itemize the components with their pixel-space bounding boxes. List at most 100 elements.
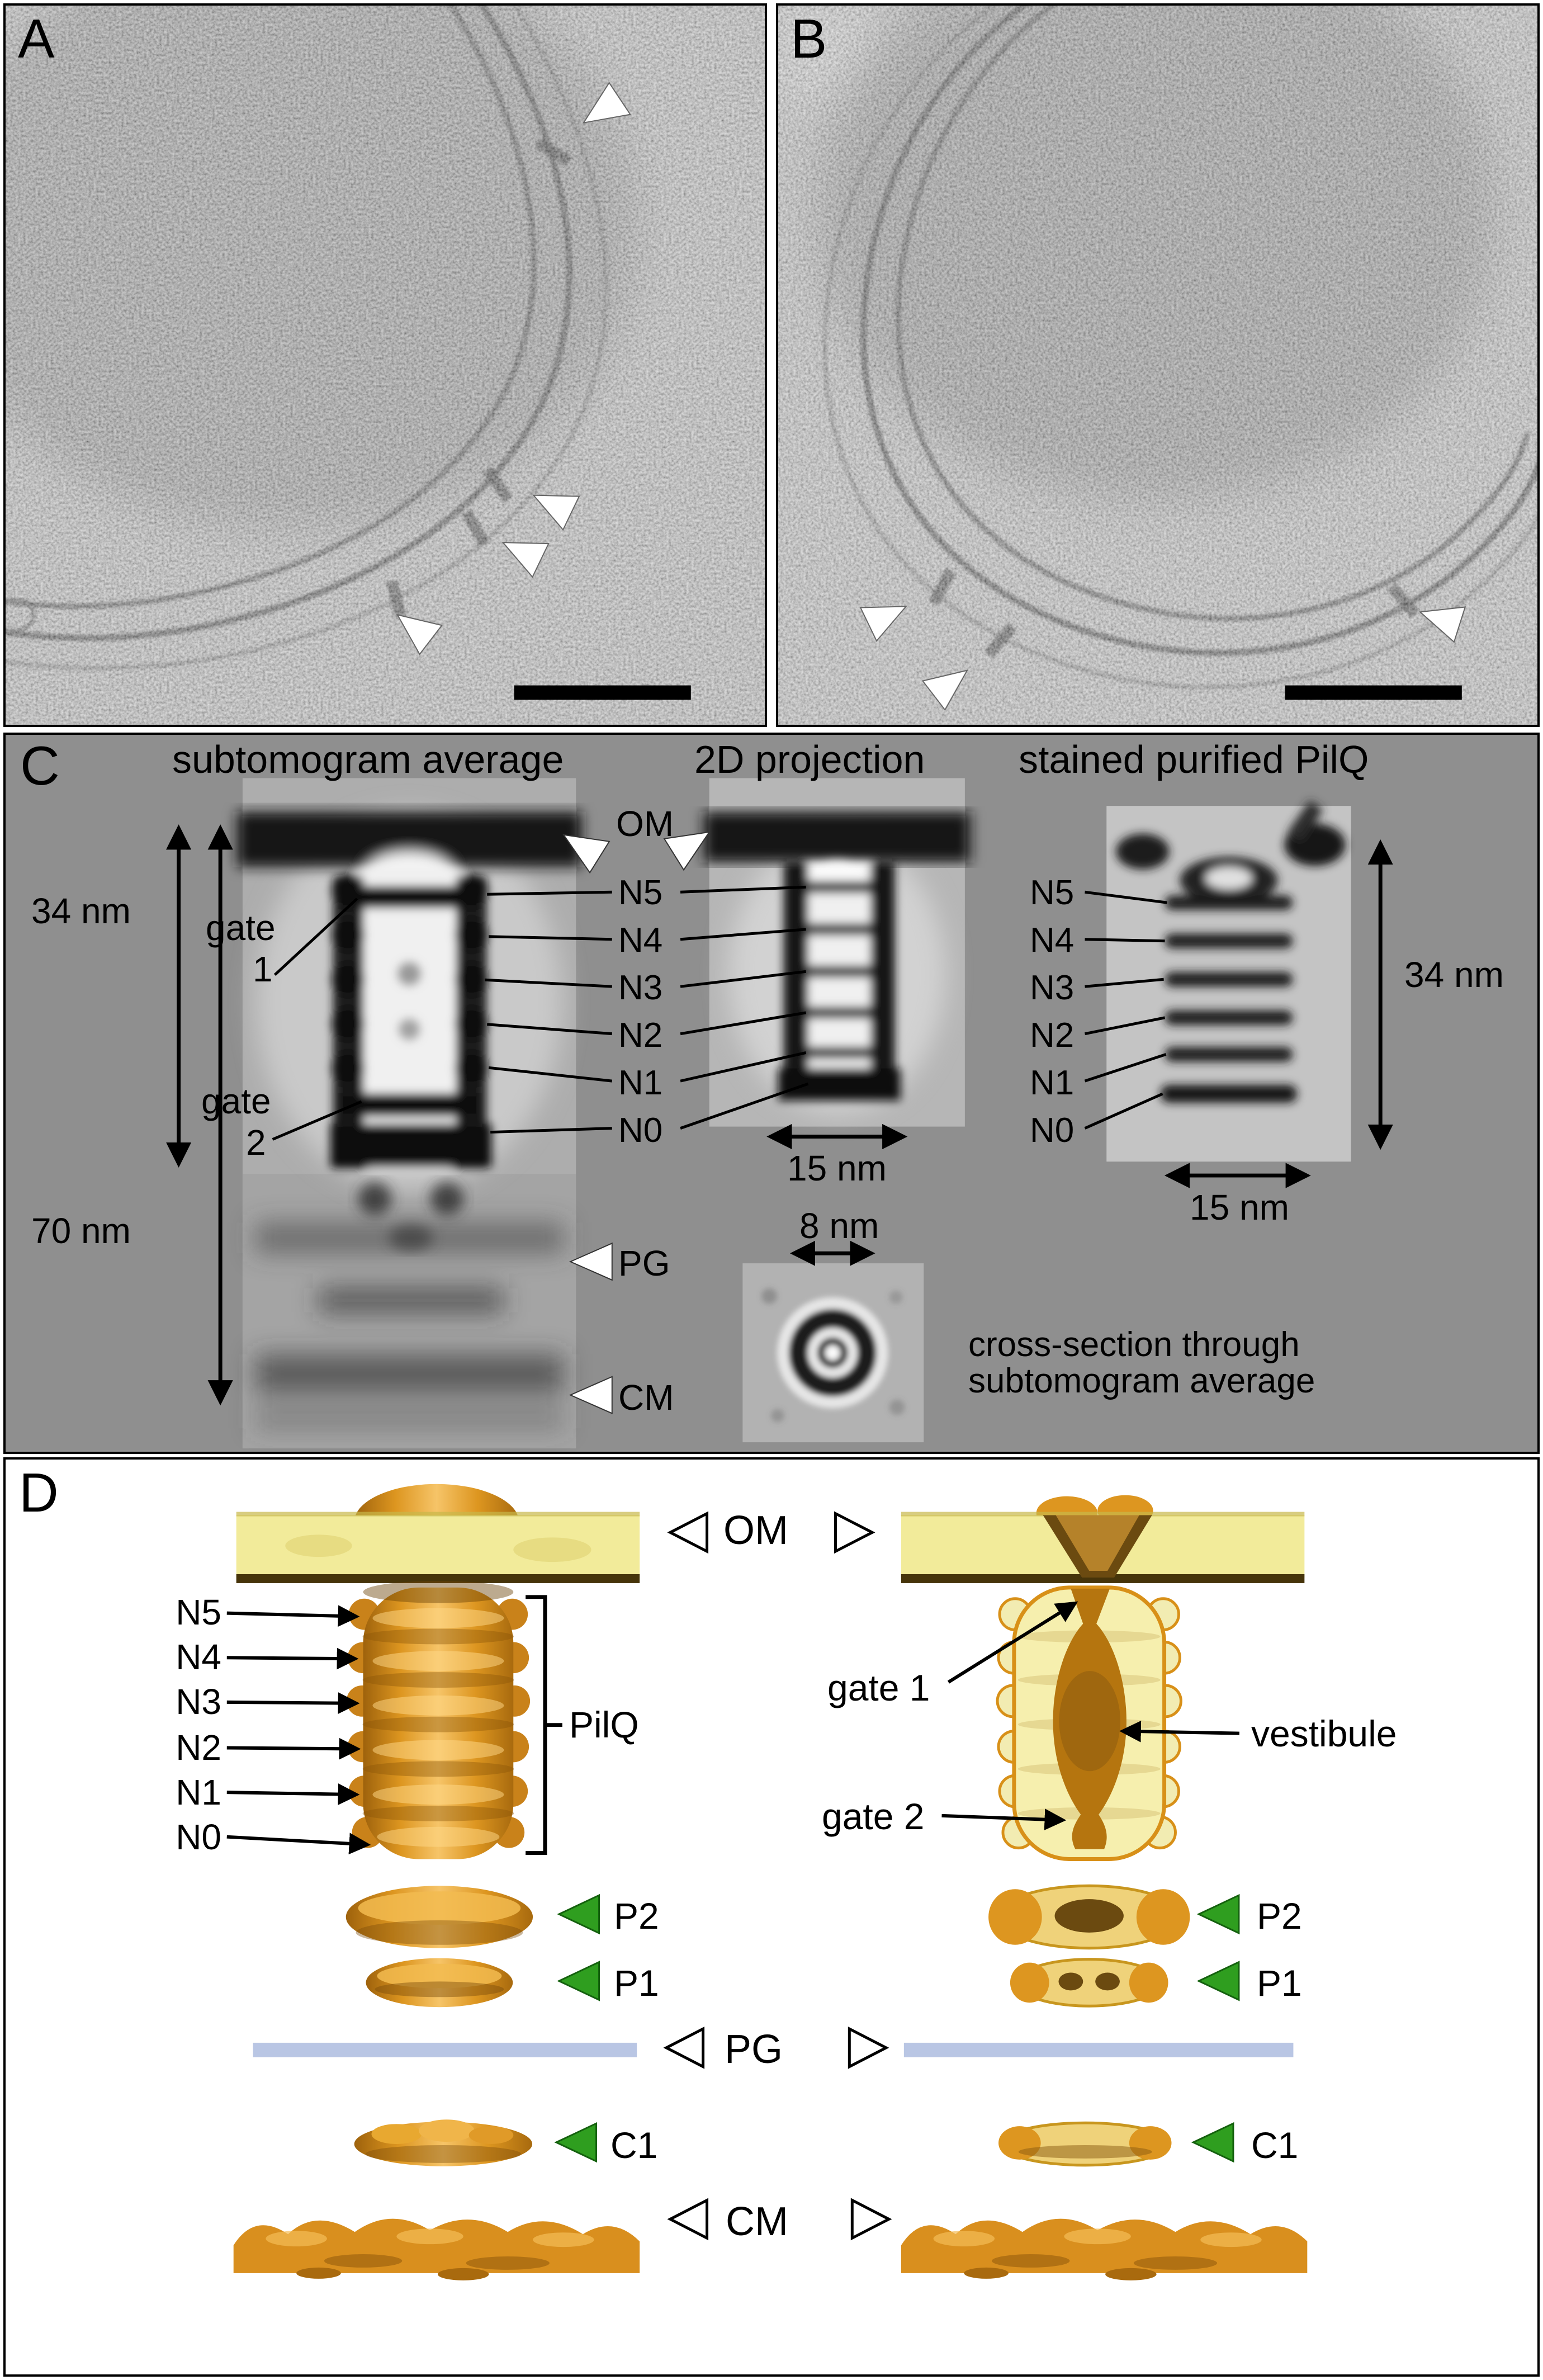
- c1-left-arrowhead-icon: [554, 2122, 598, 2163]
- white-arrowhead-icon: [1418, 606, 1466, 643]
- pilq-label: PilQ: [569, 1704, 639, 1745]
- inner-membrane-left: [233, 2218, 640, 2280]
- tomogram-b-graphic: [778, 6, 1537, 725]
- ring-label-n3: N3: [618, 969, 663, 1007]
- inner-membrane-right: [901, 2218, 1308, 2280]
- white-arrowhead-icon: [859, 606, 907, 642]
- pg-layer-right: [903, 2042, 1294, 2057]
- cm-label: CM: [726, 2199, 788, 2244]
- gate2-pointer-line: [272, 1100, 362, 1141]
- panel-label-c: C: [20, 735, 60, 796]
- gate1-arrow: [947, 1601, 1078, 1684]
- green-arrowheads: [554, 1893, 1240, 2163]
- dim-8nm: 8 nm: [799, 1206, 879, 1246]
- pg-arrowhead-icon: [569, 1242, 613, 1281]
- panel-d-renderings: D N5 N4 N3 N2 N1 N0 PilQ OM gate 1 vesti…: [3, 1457, 1540, 2377]
- om-right-arrowhead-icon: [663, 831, 711, 871]
- ring-label-n1: N1: [618, 1064, 663, 1102]
- ring-label-n3: N3: [176, 1682, 221, 1722]
- p2-ring-right: [988, 1884, 1190, 1950]
- ring-label-n0: N0: [176, 1817, 221, 1857]
- om-triangle-right-icon: [834, 1511, 875, 1554]
- ring-label-n4: N4: [618, 921, 663, 960]
- gate1-label: gate 1: [827, 1667, 930, 1708]
- arrowhead-icons: [859, 606, 1466, 711]
- cm-label: CM: [618, 1377, 674, 1418]
- c1-left-label: C1: [610, 2124, 658, 2166]
- pg-triangle-right-icon: [848, 2026, 889, 2069]
- stained-pilq-image: [1106, 800, 1351, 1162]
- ring-label-n1-right: N1: [1030, 1064, 1075, 1102]
- heading-subtomogram-average: subtomogram average: [172, 738, 564, 781]
- p1-left-label: P1: [614, 1962, 659, 2004]
- p1-ring-right: [1010, 1958, 1168, 2008]
- dim-15nm-projection: 15 nm: [787, 1148, 887, 1188]
- ring-pointer-lines: [272, 885, 1167, 1141]
- cm-triangle-left-icon: [667, 2198, 709, 2241]
- ring-label-n2-right: N2: [1030, 1016, 1075, 1055]
- gate1-label-word: gate: [206, 908, 276, 948]
- pg-label: PG: [725, 2027, 783, 2072]
- c1-right-arrowhead-icon: [1191, 2122, 1234, 2163]
- white-arrowhead-icon: [501, 542, 550, 578]
- pg-triangle-left-icon: [663, 2026, 705, 2069]
- panel-label-d: D: [19, 1462, 59, 1523]
- dim-70nm: 70 nm: [31, 1211, 131, 1251]
- gate2-arrow: [941, 1808, 1067, 1831]
- gate2-label-word: gate: [201, 1081, 271, 1121]
- ring-label-n4-right: N4: [1030, 921, 1075, 960]
- heading-2d-projection: 2D projection: [694, 738, 925, 781]
- membrane-triangles: [663, 1511, 892, 2241]
- panel-d-graphic: [226, 1484, 1308, 2280]
- om-label: OM: [723, 1508, 788, 1553]
- p1-right-arrowhead-icon: [1196, 1961, 1240, 2001]
- panel-b-tomogram: B: [776, 3, 1540, 727]
- surface-rendering-left: [233, 1484, 640, 2280]
- p1-ring-left: [366, 1958, 513, 2008]
- em-noise-texture: [778, 6, 1537, 725]
- membrane-arrowheads: [562, 831, 711, 1414]
- ring-label-n0: N0: [618, 1111, 663, 1150]
- white-arrowhead-icon: [582, 82, 632, 124]
- pg-label: PG: [618, 1243, 670, 1283]
- ring-label-n2: N2: [618, 1016, 663, 1055]
- annotation-arrows: [226, 1601, 1239, 1855]
- white-arrowhead-icon: [921, 669, 968, 711]
- white-arrowhead-icon: [532, 494, 580, 531]
- ring-label-n2: N2: [176, 1727, 221, 1768]
- ring-label-n5: N5: [618, 873, 663, 912]
- scale-bar: [1285, 685, 1462, 700]
- vestibule-arrow: [1119, 1720, 1239, 1742]
- gate2-label: gate 2: [822, 1796, 925, 1837]
- panel-c-averages: C subtomogram average 2D projection stai…: [3, 733, 1540, 1454]
- om-left-arrowhead-icon: [562, 834, 610, 874]
- p2-ring-left: [345, 1886, 533, 1948]
- pilq-barrel-left: [346, 1580, 531, 1859]
- projection-image: [703, 778, 971, 1127]
- c1-right-label: C1: [1251, 2124, 1299, 2166]
- pilq-bracket: [526, 1595, 547, 1855]
- ring-label-n0-right: N0: [1030, 1111, 1075, 1150]
- vestibule-label: vestibule: [1251, 1713, 1397, 1754]
- dim-34nm-left: 34 nm: [31, 891, 131, 931]
- ring-label-n1: N1: [176, 1772, 221, 1812]
- p1-right-label: P1: [1257, 1962, 1302, 2004]
- measurement-arrows: [166, 824, 1393, 1406]
- em-noise-texture: [6, 6, 765, 725]
- white-arrowhead-icon: [396, 613, 443, 655]
- panel-a-tomogram: A: [3, 3, 767, 727]
- ring-label-n5: N5: [176, 1592, 221, 1632]
- scale-bar: [514, 685, 691, 700]
- c1-ring-left: [354, 2119, 533, 2166]
- gate2-label-num: 2: [246, 1122, 266, 1163]
- panel-c-graphic: [8, 735, 1535, 1452]
- surface-rendering-right: [901, 1495, 1308, 2280]
- cross-section-image: [742, 1263, 924, 1443]
- p2-left-label: P2: [614, 1895, 659, 1937]
- om-label: OM: [616, 804, 674, 844]
- p2-right-label: P2: [1257, 1895, 1302, 1937]
- ring-label-n4: N4: [176, 1637, 221, 1677]
- pg-layer-left: [253, 2042, 637, 2057]
- arrowhead-icons: [396, 82, 632, 655]
